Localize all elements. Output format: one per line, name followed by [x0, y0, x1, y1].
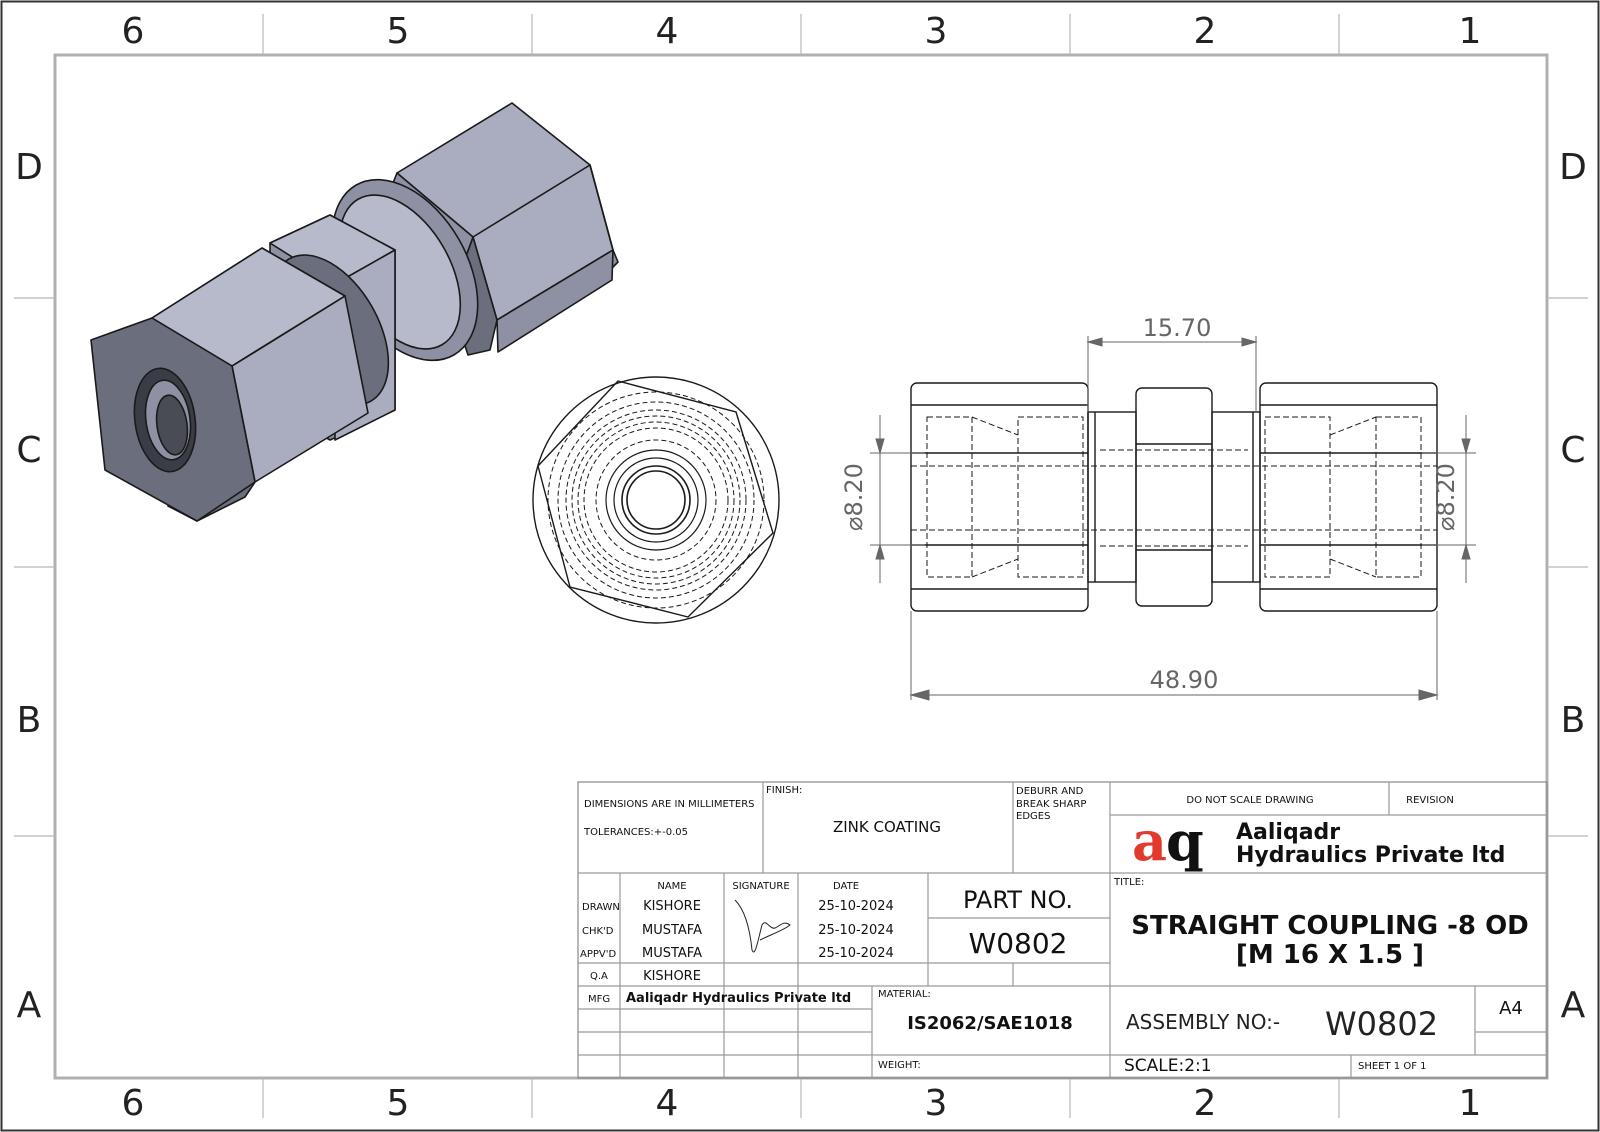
- dimension-bore-right: ⌀8.20: [1432, 463, 1460, 531]
- zone-col-3-top: 3: [924, 11, 948, 52]
- row-role-approved: APPV'D: [580, 949, 617, 960]
- tolerances: TOLERANCES:+-0.05: [584, 827, 689, 838]
- part-no-label: PART NO.: [962, 886, 1074, 914]
- part-no-value: W0802: [968, 927, 1068, 960]
- col-date: DATE: [832, 881, 860, 892]
- col-name: NAME: [657, 881, 687, 892]
- revision-label: REVISION: [1406, 795, 1454, 806]
- isometric-view: [90, 102, 619, 522]
- zone-row-d-left: D: [15, 147, 43, 188]
- zone-col-6-bottom: 6: [121, 1083, 145, 1124]
- title-label: TITLE:: [1114, 877, 1145, 888]
- company-name-line1: Aaliqadr: [1236, 820, 1341, 845]
- svg-text:a: a: [1132, 809, 1167, 873]
- sheet-size: A4: [1499, 998, 1523, 1019]
- row-role-qa: Q.A: [590, 971, 608, 982]
- zone-col-1-top: 1: [1458, 11, 1482, 52]
- do-not-scale: DO NOT SCALE DRAWING: [1186, 795, 1314, 806]
- company-logo: a q: [1132, 809, 1204, 873]
- zone-row-d-right: D: [1559, 147, 1587, 188]
- zone-row-a-right: A: [1560, 985, 1586, 1026]
- row-role-checked: CHK'D: [582, 926, 614, 937]
- zone-col-6-top: 6: [121, 11, 145, 52]
- title-line1: STRAIGHT COUPLING -8 OD: [1131, 911, 1529, 941]
- zone-col-5-top: 5: [386, 11, 410, 52]
- mfg-label: MFG: [588, 994, 611, 1005]
- row-name-approved: MUSTAFA: [642, 946, 702, 961]
- assembly-label: ASSEMBLY NO:-: [1126, 1010, 1281, 1034]
- scale: SCALE:2:1: [1124, 1056, 1212, 1076]
- zone-col-4-top: 4: [655, 11, 679, 52]
- row-date-checked: 25-10-2024: [818, 923, 894, 938]
- dimension-hex-width: 15.70: [1142, 314, 1212, 342]
- mfg-value: Aaliqadr Hydraulics Private ltd: [626, 991, 852, 1006]
- zone-row-a-left: A: [16, 985, 42, 1026]
- assembly-value: W0802: [1325, 1005, 1439, 1043]
- end-view: [532, 376, 780, 624]
- row-date-drawn: 25-10-2024: [818, 899, 894, 914]
- row-role-drawn: DRAWN: [582, 902, 620, 913]
- col-signature: SIGNATURE: [732, 881, 790, 892]
- title-line2: [M 16 X 1.5 ]: [1235, 940, 1425, 970]
- zone-row-b-right: B: [1560, 700, 1586, 741]
- weight-label: WEIGHT:: [878, 1060, 921, 1071]
- row-name-drawn: KISHORE: [643, 899, 701, 914]
- material-label: MATERIAL:: [878, 989, 931, 1000]
- material-value: IS2062/SAE1018: [907, 1013, 1073, 1034]
- side-view: [870, 336, 1476, 701]
- sheet-number: SHEET 1 OF 1: [1358, 1061, 1427, 1072]
- zone-col-5-bottom: 5: [386, 1083, 410, 1124]
- zone-col-4-bottom: 4: [655, 1083, 679, 1124]
- deburr-note: DEBURR AND BREAK SHARP EDGES: [1016, 786, 1087, 822]
- zone-row-b-left: B: [16, 700, 42, 741]
- row-name-checked: MUSTAFA: [642, 923, 702, 938]
- dimension-bore-left: ⌀8.20: [840, 463, 868, 531]
- row-date-approved: 25-10-2024: [818, 946, 894, 961]
- zone-col-2-top: 2: [1193, 11, 1217, 52]
- zone-col-3-bottom: 3: [924, 1083, 948, 1124]
- svg-text:q: q: [1166, 809, 1204, 873]
- units-note: DIMENSIONS ARE IN MILLIMETERS: [584, 799, 755, 810]
- dimension-overall-length: 48.90: [1149, 666, 1219, 694]
- zone-row-c-right: C: [1560, 430, 1586, 471]
- zone-row-c-left: C: [16, 430, 42, 471]
- zone-col-2-bottom: 2: [1193, 1083, 1217, 1124]
- company-name-line2: Hydraulics Private ltd: [1236, 843, 1506, 868]
- row-name-qa: KISHORE: [643, 969, 701, 984]
- finish-value: ZINK COATING: [832, 818, 942, 836]
- signature: [734, 899, 791, 953]
- zone-col-1-bottom: 1: [1458, 1083, 1482, 1124]
- title-block-grid: [577, 781, 1548, 1079]
- finish-label: FINISH:: [766, 785, 803, 796]
